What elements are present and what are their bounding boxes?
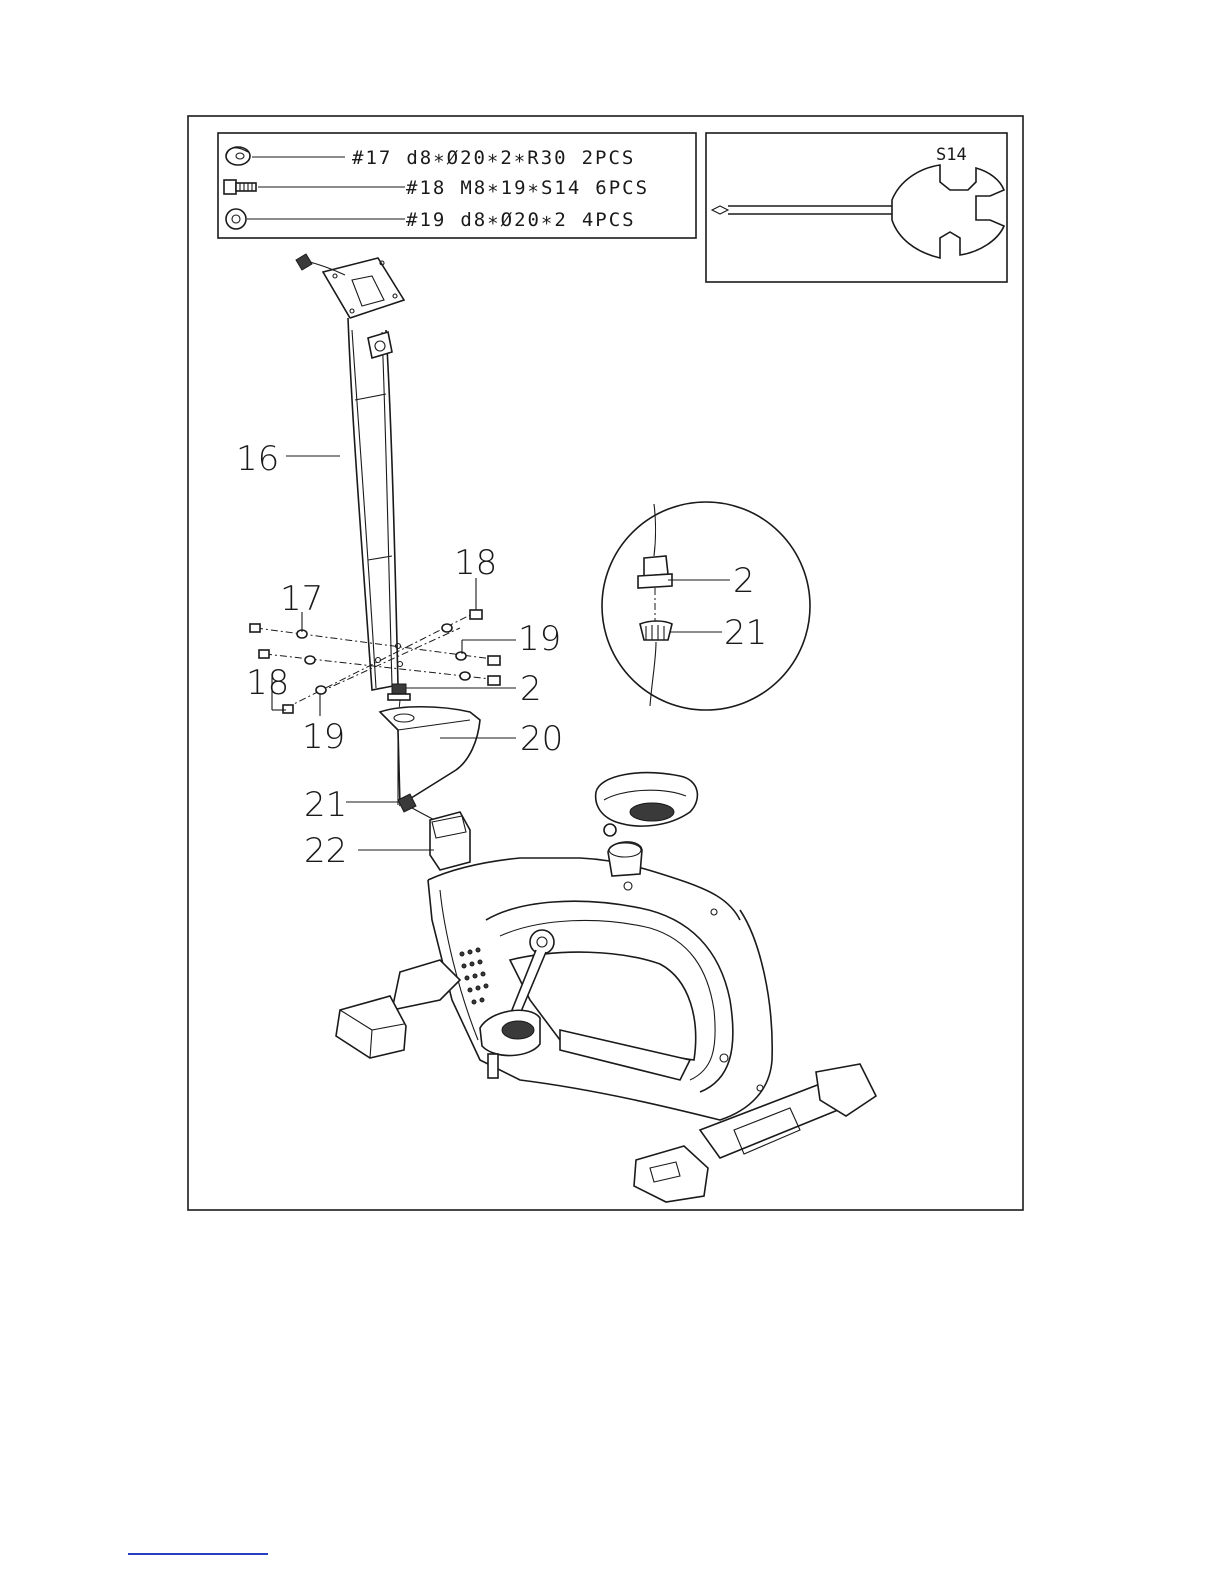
tool-size-label: S14 (936, 145, 967, 165)
cover-20 (380, 707, 480, 805)
callout-17: 17 (280, 579, 323, 619)
exercise-bike-frame (336, 773, 876, 1202)
callout-21-detail: 21 (724, 613, 767, 653)
bolt-icon (488, 676, 500, 685)
flat-washer-icon (226, 209, 246, 229)
washer-icon (460, 672, 470, 680)
washer-icon (305, 656, 315, 664)
washer-icon (456, 652, 466, 660)
handlebar-post-16 (296, 254, 404, 690)
callout-21: 21 (304, 785, 347, 825)
callout-20: 20 (520, 719, 563, 759)
callout-22: 22 (304, 831, 347, 871)
vent-dots (460, 948, 488, 1004)
connector-detail-circle (602, 502, 810, 710)
washer-icon (316, 686, 326, 694)
bolt-icon (283, 705, 293, 713)
washer-icon (442, 624, 452, 632)
footer-link-underline[interactable] (128, 1553, 268, 1555)
callout-16: 16 (236, 439, 279, 479)
bolt-icon (250, 624, 260, 632)
tool-box: S14 (706, 133, 1007, 282)
bolt-icon (259, 650, 269, 658)
callout-18-top: 18 (454, 543, 497, 583)
callout-2-detail: 2 (733, 561, 755, 601)
wrench-screwdriver-icon (712, 165, 1004, 258)
callout-18-left: 18 (246, 663, 289, 703)
bolt-icon (470, 610, 482, 619)
callout-2: 2 (520, 669, 542, 709)
curved-washer-icon (226, 147, 250, 165)
bolt-icon (488, 656, 500, 665)
bolt-icon (224, 180, 256, 194)
callout-19-bottom: 19 (302, 717, 345, 757)
callout-19-right: 19 (518, 619, 561, 659)
